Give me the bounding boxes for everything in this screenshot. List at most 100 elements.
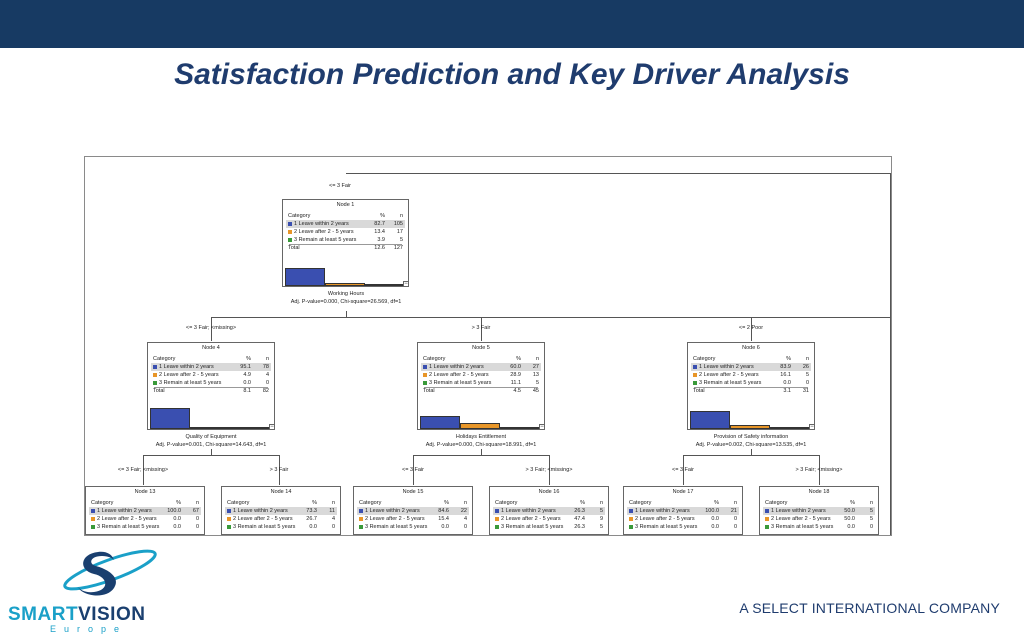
header-count: n <box>535 356 539 362</box>
node-title: Node 16 <box>538 489 560 495</box>
logo-subtitle: Europe <box>50 624 128 634</box>
row-count: 67 <box>192 508 199 514</box>
row-count: 17 <box>396 229 403 235</box>
row-category: 3 Remain at least 5 years <box>91 523 159 531</box>
header-category: Category <box>765 500 788 506</box>
category-swatch <box>91 524 95 529</box>
row-category: 1 Leave within 2 years <box>153 363 214 371</box>
header-percent: % <box>246 356 251 362</box>
total-label: Total <box>153 388 165 394</box>
row-category-label: 2 Leave after 2 - 5 years <box>233 516 293 522</box>
row-category: 1 Leave within 2 years <box>91 507 152 515</box>
header-percent: % <box>850 500 855 506</box>
row-count: 27 <box>532 364 539 370</box>
row-percent: 0.0 <box>711 524 719 530</box>
row-percent: 47.4 <box>574 516 585 522</box>
row-category: 3 Remain at least 5 years <box>227 523 295 531</box>
node-title: Node 14 <box>270 489 292 495</box>
row-count: 4 <box>331 516 335 522</box>
branch-label-node4: <= 3 Fair; <missing> <box>185 325 237 331</box>
connector-line <box>211 449 212 455</box>
row-percent: 73.3 <box>306 508 317 514</box>
branch-label-node18: > 3 Fair; <missing> <box>795 467 843 473</box>
header-count: n <box>195 500 199 506</box>
row-category: 2 Leave after 2 - 5 years <box>765 515 831 523</box>
logo-word1: SMART <box>8 604 79 625</box>
collapse-toggle[interactable]: − <box>809 424 815 430</box>
category-swatch <box>288 237 292 242</box>
header-percent: % <box>714 500 719 506</box>
header-category: Category <box>288 213 311 219</box>
smartvision-logo-icon <box>63 549 157 596</box>
row-percent: 83.9 <box>780 364 791 370</box>
category-swatch <box>629 516 633 521</box>
connector-line <box>890 173 891 535</box>
connector-line <box>143 455 280 456</box>
category-swatch <box>765 524 769 529</box>
collapse-toggle[interactable]: − <box>403 281 409 287</box>
header-percent: % <box>516 356 521 362</box>
header-count: n <box>805 356 809 362</box>
row-count: 9 <box>599 516 603 522</box>
node-title: Node 6 <box>742 345 760 351</box>
category-bar <box>420 415 460 429</box>
collapse-toggle[interactable]: − <box>269 424 275 430</box>
branch-label-node14: > 3 Fair <box>269 467 289 473</box>
row-category: 1 Leave within 2 years <box>629 507 690 515</box>
table-separator <box>289 244 402 245</box>
row-count: 22 <box>460 508 467 514</box>
branch-label-node15: <= 3 Fair <box>401 467 425 473</box>
connector-line <box>819 455 820 485</box>
row-percent: 28.9 <box>510 372 521 378</box>
header-count: n <box>399 213 403 219</box>
row-percent: 0.0 <box>783 380 791 386</box>
split-variable: Working Hours <box>327 291 365 297</box>
row-percent: 4.9 <box>243 372 251 378</box>
connector-line <box>751 449 752 455</box>
connector-line <box>346 311 347 317</box>
row-count: 5 <box>599 524 603 530</box>
node-title: Node 17 <box>672 489 694 495</box>
decision-tree-panel: <= 3 Fair <= 3 Fair; <missing> > 3 Fair … <box>84 156 892 536</box>
collapse-toggle[interactable]: − <box>539 424 545 430</box>
split-statistic: Adj. P-value=0.002, Chi-square=13.535, d… <box>695 442 807 448</box>
category-swatch <box>359 524 363 529</box>
header-bar <box>0 0 1024 48</box>
node-title: Node 18 <box>808 489 830 495</box>
header-count: n <box>599 500 603 506</box>
header-percent: % <box>176 500 181 506</box>
header-category: Category <box>693 356 716 362</box>
row-count: 0 <box>195 516 199 522</box>
header-percent: % <box>312 500 317 506</box>
row-percent: 26.7 <box>306 516 317 522</box>
row-count: 0 <box>195 524 199 530</box>
connector-line <box>683 455 684 485</box>
category-swatch <box>227 508 231 513</box>
total-label: Total <box>288 245 300 251</box>
node-bar-chart <box>688 405 814 429</box>
row-count: 5 <box>869 516 873 522</box>
row-category-label: 1 Leave within 2 years <box>429 364 484 370</box>
row-category-label: 2 Leave after 2 - 5 years <box>294 229 354 235</box>
category-swatch <box>423 380 427 385</box>
connector-line <box>211 317 212 341</box>
total-label: Total <box>693 388 705 394</box>
row-percent: 50.0 <box>844 508 855 514</box>
category-bar <box>190 427 230 429</box>
row-category-label: 3 Remain at least 5 years <box>771 524 834 530</box>
category-swatch <box>495 516 499 521</box>
row-category: 1 Leave within 2 years <box>765 507 826 515</box>
